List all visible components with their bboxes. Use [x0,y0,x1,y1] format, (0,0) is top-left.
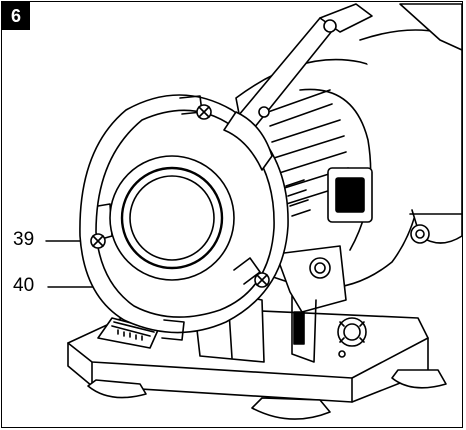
callout-label-40: 40 [13,275,35,296]
tool-rest [275,245,347,363]
rubber-feet [87,369,447,420]
wheel-guard-cover [79,94,289,341]
spark-deflector [223,111,273,171]
callout-label-39: 39 [13,229,35,250]
adjustment-knob [337,317,367,347]
figure-number-badge: 6 [2,2,30,30]
